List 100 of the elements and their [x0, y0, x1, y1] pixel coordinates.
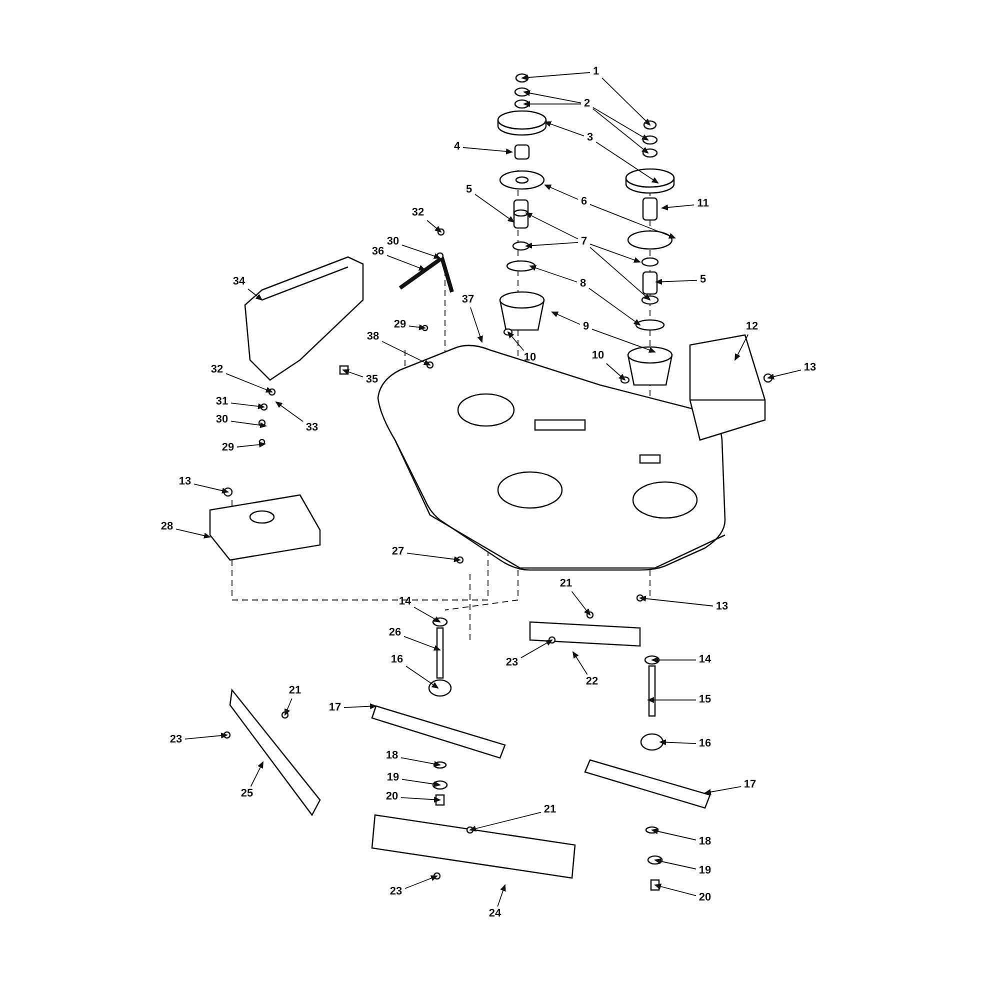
callout-number: 37 [460, 294, 476, 306]
leader-line [551, 312, 580, 325]
leader-line [602, 77, 651, 126]
callout-number: 17 [742, 778, 758, 792]
leader-line [226, 373, 273, 393]
leader-line [529, 265, 578, 282]
callout-number: 5 [464, 184, 474, 196]
leader-line [590, 244, 641, 263]
leader-line [571, 591, 591, 616]
callout-number: 11 [696, 198, 710, 210]
leader-line [655, 278, 698, 285]
leader-line [661, 204, 694, 210]
leader-line [406, 666, 439, 689]
callout-number: 21 [558, 578, 574, 590]
callout-number: 33 [304, 422, 320, 434]
leader-line [344, 703, 377, 710]
leader-line [406, 552, 461, 562]
leader-line [651, 657, 696, 663]
leader-line [469, 812, 542, 832]
callout-number: 21 [542, 804, 558, 816]
callout-number: 22 [584, 676, 600, 688]
leader-line [230, 402, 265, 410]
leader-line [654, 858, 696, 870]
callout-number: 32 [210, 364, 224, 376]
callout-number: 7 [580, 236, 588, 248]
callout-number: 1 [592, 66, 600, 78]
leader-line [386, 254, 426, 271]
leader-line [590, 246, 651, 301]
leader-line [382, 340, 431, 366]
leader-line [194, 484, 229, 494]
leader-line [592, 108, 649, 154]
callout-number: 28 [160, 520, 174, 534]
callout-number: 4 [452, 140, 462, 154]
callout-number: 19 [698, 864, 712, 878]
leader-line [651, 828, 696, 840]
leader-line [404, 636, 441, 651]
leader-line [596, 142, 659, 184]
callout-number: 32 [410, 206, 426, 220]
leader-line [230, 420, 267, 428]
leader-line [408, 324, 426, 330]
leader-line [342, 369, 364, 378]
leader-line [400, 757, 441, 767]
callout-number: 10 [590, 350, 606, 362]
leader-line [474, 194, 515, 223]
leader-line [572, 651, 588, 675]
leader-line [588, 288, 641, 326]
leader-line [521, 72, 590, 80]
leader-line [426, 220, 442, 233]
callout-number: 25 [240, 788, 254, 800]
leader-line [592, 328, 656, 353]
callout-number: 16 [390, 654, 404, 666]
callout-number: 21 [288, 684, 302, 698]
callout-number: 10 [522, 352, 538, 364]
callout-number: 24 [488, 908, 502, 920]
leader-line [400, 796, 441, 803]
callout-number: 36 [370, 246, 386, 258]
leader-line [639, 596, 714, 606]
callout-number: 19 [386, 772, 400, 784]
callout-number: 2 [582, 98, 592, 110]
leader-line [470, 307, 483, 343]
callout-number: 27 [390, 546, 406, 558]
leader-line [236, 442, 266, 448]
callout-number: 14 [698, 654, 712, 666]
leader-line [606, 363, 626, 381]
callout-number: 12 [744, 320, 760, 334]
leader-line [507, 331, 524, 351]
leader-line [654, 884, 696, 896]
leader-line [462, 147, 513, 154]
callout-number: 23 [504, 656, 520, 670]
callout-number: 3 [586, 132, 594, 144]
callout-number: 13 [178, 476, 192, 488]
leader-line [250, 761, 264, 787]
leader-line [284, 698, 292, 716]
callout-number: 30 [214, 414, 230, 426]
callout-number: 5 [698, 274, 708, 286]
callout-number: 18 [698, 836, 712, 848]
callout-number: 20 [698, 892, 712, 904]
leader-line [523, 101, 582, 107]
leader-line [402, 244, 441, 259]
leader-line [402, 778, 441, 788]
callout-number: 29 [392, 318, 408, 332]
callout-number: 17 [328, 702, 342, 714]
callout-number: 8 [578, 278, 588, 290]
callout-number: 15 [698, 694, 712, 706]
leader-line [544, 184, 578, 200]
leader-line [176, 528, 211, 539]
leader-line [404, 875, 438, 889]
callout-number: 23 [388, 886, 404, 898]
leader-line [590, 204, 676, 239]
callout-number: 6 [580, 196, 588, 208]
leader-line [414, 606, 441, 622]
callout-number: 35 [364, 374, 380, 386]
leader-line [184, 732, 228, 740]
leader-line [592, 107, 649, 140]
leader-line [525, 242, 578, 249]
leader-line [659, 739, 696, 746]
callout-number: 34 [232, 276, 246, 288]
leader-line [275, 401, 304, 422]
callout-number: 23 [168, 734, 184, 746]
callout-number: 18 [384, 750, 400, 762]
